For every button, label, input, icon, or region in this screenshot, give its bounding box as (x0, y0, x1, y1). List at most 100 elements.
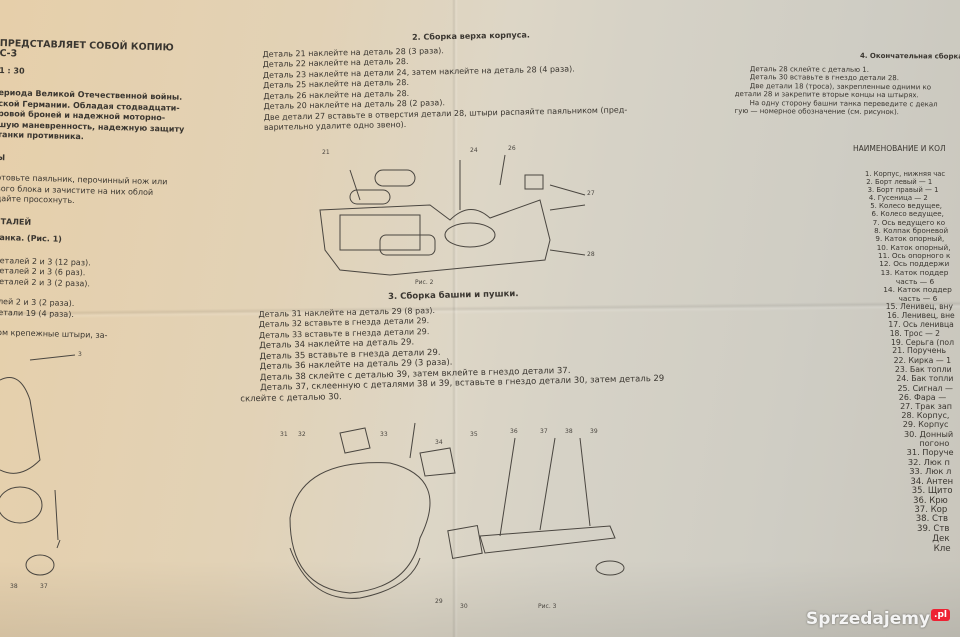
part-number: 21 (322, 149, 330, 156)
watermark-suffix: .pl (931, 609, 950, 621)
left-column: ПРЕДСТАВЛЯЕТ СОБОЙ КОПИЮ С-3 1 : 30 ерио… (0, 38, 187, 343)
tank-drawing (379, 234, 436, 256)
part-number: 26 (508, 145, 516, 152)
parts-list-item: 14. Каток поддер (883, 285, 952, 295)
part-number: 28 (587, 251, 595, 258)
parts-list-item: 30. Донный (904, 428, 954, 439)
antenna-drawing (409, 422, 416, 459)
parts-list-item: часть — 6 (898, 293, 938, 303)
parts-list-item: 32. Люк п (907, 456, 950, 467)
pin-drawing (54, 489, 61, 549)
instruction-line: гую — номерное обозначение (см. рисунок)… (734, 106, 899, 117)
parts-list-item: погоно (919, 437, 950, 448)
part-number: 37 (540, 428, 548, 435)
parts-list-item: Дек (932, 533, 950, 544)
wheel-drawing (0, 486, 43, 524)
parts-list-item: 29. Корпус (902, 419, 949, 430)
part-number: 33 (380, 431, 388, 438)
hatch-drawing (419, 447, 456, 477)
paper-fold-vertical (452, 0, 458, 637)
parts-list-item: 2. Борт левый — 1 (866, 178, 933, 186)
parts-list-item: 31. Поруче (906, 447, 954, 458)
left-figure: 3 38 37 (0, 351, 82, 590)
parts-list-item: 38. Ств (915, 514, 948, 525)
figure-caption: Рис. 3 (538, 603, 557, 610)
gun-barrel-drawing (479, 525, 616, 554)
part-number: 32 (298, 431, 306, 438)
part-number: 3 (78, 351, 82, 358)
subsection-heading: танка. (Рис. 1) (0, 232, 63, 244)
hatch-drawing (339, 427, 371, 454)
part-number: 35 (470, 431, 478, 438)
headlight-drawing (524, 174, 544, 190)
wheel-drawing (25, 554, 55, 576)
part-number: 29 (435, 598, 443, 605)
scale-label: 1 : 30 (0, 65, 25, 76)
part-number: 30 (460, 603, 468, 610)
fuel-tank-drawing (374, 169, 416, 187)
parts-list-item: 7. Ось ведущего ко (872, 217, 946, 227)
parts-list-item: 28. Корпус, (901, 411, 950, 421)
fuel-tank-drawing (349, 189, 391, 205)
figure-3-turret: 31 32 33 34 35 36 37 38 39 29 30 Рис. 3 (280, 422, 625, 610)
parts-list-item: 27. Трак зап (900, 401, 952, 411)
parts-list-item: 18. Трос — 2 (889, 328, 941, 338)
part-number: 38 (10, 583, 18, 590)
turret-drawing (289, 462, 431, 594)
part-number: 37 (40, 583, 48, 590)
section-4: 4. Окончательная сборка Деталь 28 склейт… (735, 50, 960, 117)
part-number: 27 (587, 190, 595, 197)
parts-list-item: 22. Кирка — 1 (893, 356, 952, 366)
parts-list-item: 33. Люк л (909, 466, 952, 477)
section-4-title: 4. Окончательная сборка (859, 51, 960, 61)
parts-list-item: 36. Крю (913, 494, 948, 505)
parts-list-item: 13. Каток поддер (880, 267, 949, 277)
part-number: 34 (435, 439, 443, 446)
watermark-text: Sprzedajemy (806, 609, 931, 629)
watermark-logo: Sprzedajemy.pl (806, 609, 950, 629)
parts-list-item: 34. Антен (910, 475, 954, 486)
parts-list-item: 8. Колпак броневой (874, 225, 949, 235)
parts-list-item: 23. Бак топли (894, 365, 952, 375)
parts-list-item: 39. Ств (917, 524, 950, 535)
parts-list-item: 16. Ленивец, вне (887, 311, 955, 321)
part-number: 39 (590, 428, 598, 435)
section-2-title: 2. Сборка верха корпуса. (411, 30, 530, 42)
parts-list-item: 21. Поручень (892, 346, 947, 356)
parts-list-item: 37. Кор (914, 504, 948, 515)
parts-list-item: 4. Гусеница — 2 (868, 194, 928, 203)
paper-shadow (0, 560, 960, 637)
parts-list-item: часть — 6 (895, 276, 935, 286)
parts-list-item: 26. Фара — (898, 392, 947, 402)
part-number: 24 (470, 147, 478, 154)
parts-list-item: 17. Ось ленивца (888, 319, 954, 329)
muzzle-drawing (595, 560, 625, 576)
parts-list-item: Кле (933, 543, 951, 554)
parts-list-item: 11. Ось опорного к (878, 251, 951, 261)
leader-line (29, 354, 76, 361)
turret-ring-drawing (444, 222, 496, 248)
mantlet-drawing (447, 525, 483, 559)
turret-base-drawing (289, 547, 421, 599)
parts-list-item: 9. Каток опорный, (875, 234, 945, 244)
part-number: 31 (280, 431, 288, 438)
parts-list-item: 12. Ось поддержи (879, 259, 950, 269)
intro-text: ериода Великой Отечественной войны. ской… (0, 88, 185, 145)
parts-list-item: 6. Колесо ведущее, (871, 209, 944, 219)
parts-list-item: 10. Каток опорный, (876, 242, 951, 252)
parts-list-item: 19. Серьга (пол (891, 337, 955, 347)
parts-list-item: 15. Ленивец, вну (885, 302, 953, 312)
parts-list-item: 25. Сигнал — (897, 383, 953, 393)
tools-heading: Ы (0, 152, 6, 162)
parts-list-item: 24. Бак топли (896, 374, 954, 384)
parts-heading: ЕТАЛЕЙ (0, 216, 32, 227)
section-3: 3. Сборка башни и пушки. Деталь 31 накле… (240, 286, 665, 404)
part-number: 38 (565, 428, 573, 435)
figure-caption: Рис. 2 (415, 279, 434, 286)
hull-drawing (319, 199, 551, 276)
parts-list-title: НАИМЕНОВАНИЕ И КОЛ (853, 144, 946, 153)
parts-list-item: 3. Борт правый — 1 (867, 186, 939, 195)
parts-list-item: 1. Корпус, нижняя час (865, 170, 946, 178)
figure-2-hull: 21 24 26 27 28 Рис. 2 (319, 145, 595, 286)
